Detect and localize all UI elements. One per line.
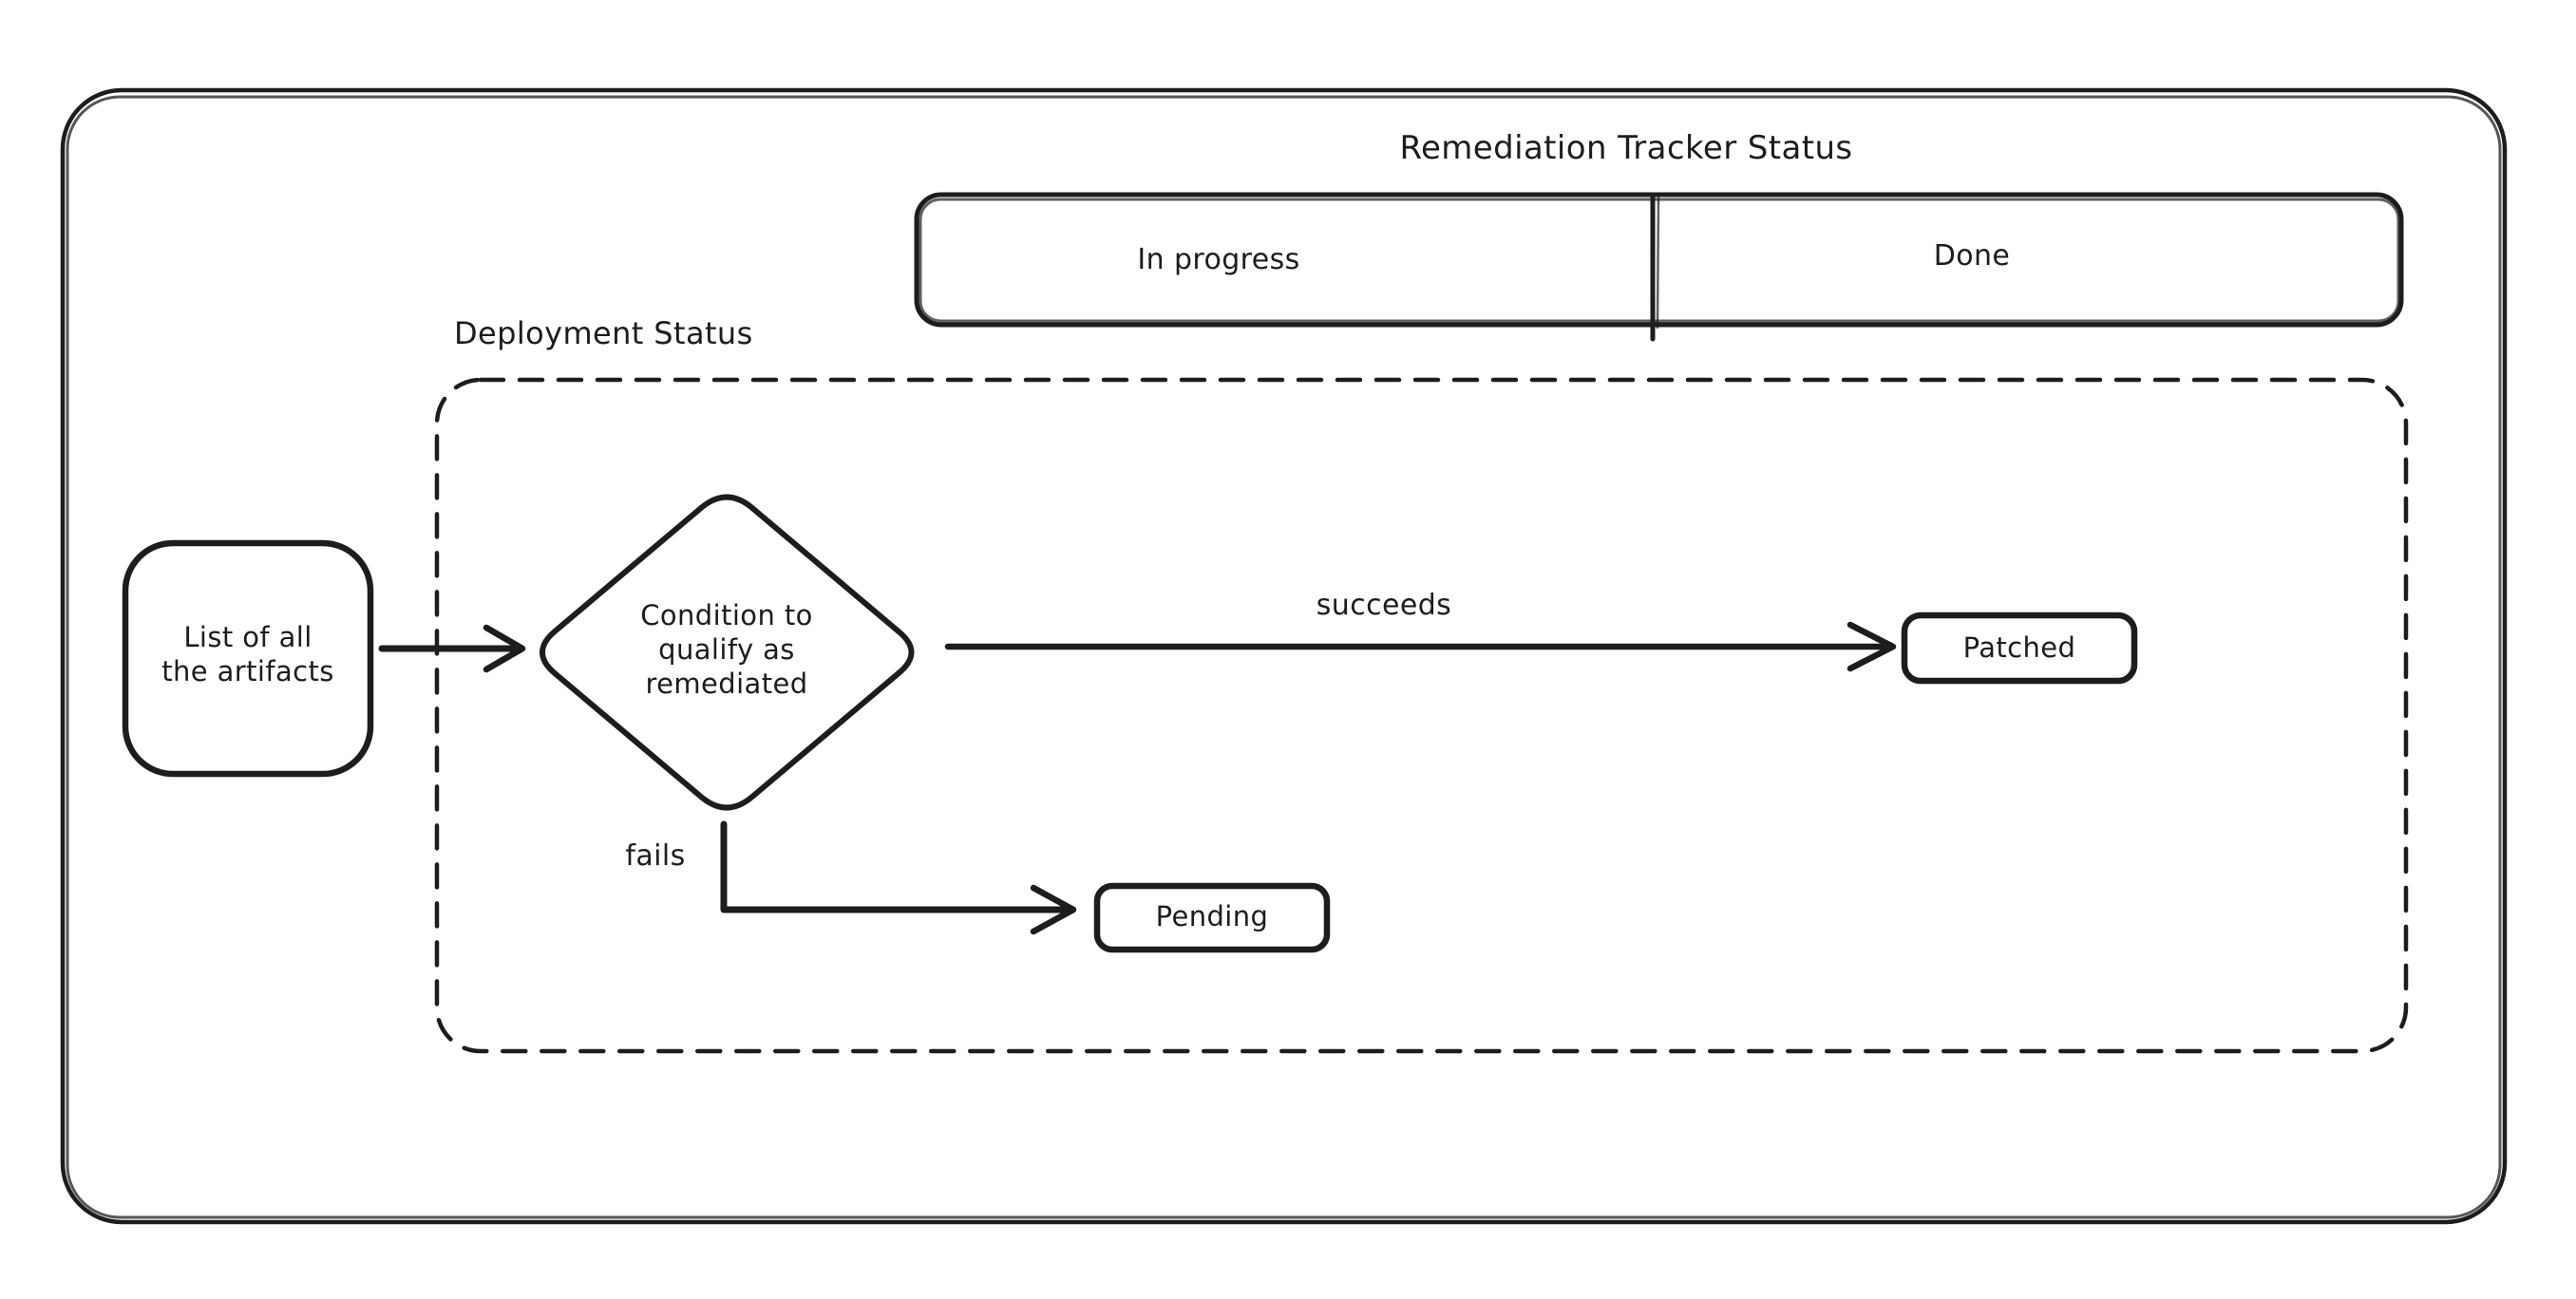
diagram-title: Remediation Tracker Status [1399,129,1853,167]
artifacts-node [122,539,374,778]
arrow-fails [720,820,1077,935]
patched-node [1901,612,2138,685]
pending-node-label: Pending [1155,900,1269,932]
outer-frame-sketch-pass [66,95,2502,1219]
condition-node-label-line1: Condition to [640,599,813,631]
artifacts-node-label-line1: List of all [183,621,313,653]
outer-frame [60,87,2508,1225]
tracker-box [914,192,2404,328]
tracker-divider-sketch-pass [1656,196,1660,329]
fails-edge-label: fails [625,839,686,873]
deployment-status-box [434,377,2409,1054]
condition-node-label: Condition to qualify as remediated [608,598,845,701]
condition-node-label-line3: remediated [645,668,808,700]
tracker-column-in-progress: In progress [1137,243,1300,276]
condition-diamond [540,494,915,811]
arrow-artifacts-to-condition [378,624,526,673]
condition-node-label-line2: qualify as [658,633,795,666]
artifacts-node-label: List of all the artifacts [129,620,367,688]
patched-node-label: Patched [1962,631,2076,664]
artifacts-node-label-line2: the artifacts [161,655,334,687]
pending-node [1093,882,1331,953]
tracker-column-done: Done [1933,239,2011,273]
arrow-succeeds [944,621,1897,672]
deployment-status-label: Deployment Status [454,315,753,351]
succeeds-edge-label: succeeds [1316,589,1452,622]
